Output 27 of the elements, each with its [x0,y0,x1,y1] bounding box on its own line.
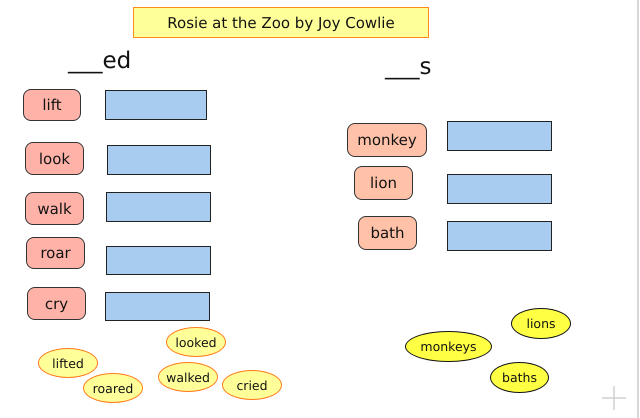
answer-box [447,174,552,204]
answer-box [105,292,210,321]
answer-box [106,246,211,275]
word-bubble: cried [222,370,282,400]
word-bubble: looked [166,327,226,357]
answer-box [447,121,552,151]
heading-text: ___ed [68,50,132,73]
answer-box [106,192,211,222]
word-bubble: lions [511,308,571,339]
word-card: walk [25,192,84,225]
word-bubble: roared [83,373,143,403]
answer-box [447,221,552,251]
word-card: cry [27,287,86,320]
word-bubble: walked [158,362,218,392]
word-bubble: monkeys [405,331,492,362]
word-card: lift [23,89,81,121]
word-card: lion [354,166,413,200]
answer-box [107,145,211,175]
word-card: look [25,142,84,175]
word-bubble: baths [490,362,549,393]
word-bubble: lifted [38,348,98,378]
word-card: bath [358,216,417,250]
heading-text: ___s [385,56,432,79]
word-card: roar [26,237,85,269]
answer-box [105,90,207,120]
title-banner: Rosie at the Zoo by Joy Cowlie [133,7,429,38]
word-card: monkey [347,123,427,157]
